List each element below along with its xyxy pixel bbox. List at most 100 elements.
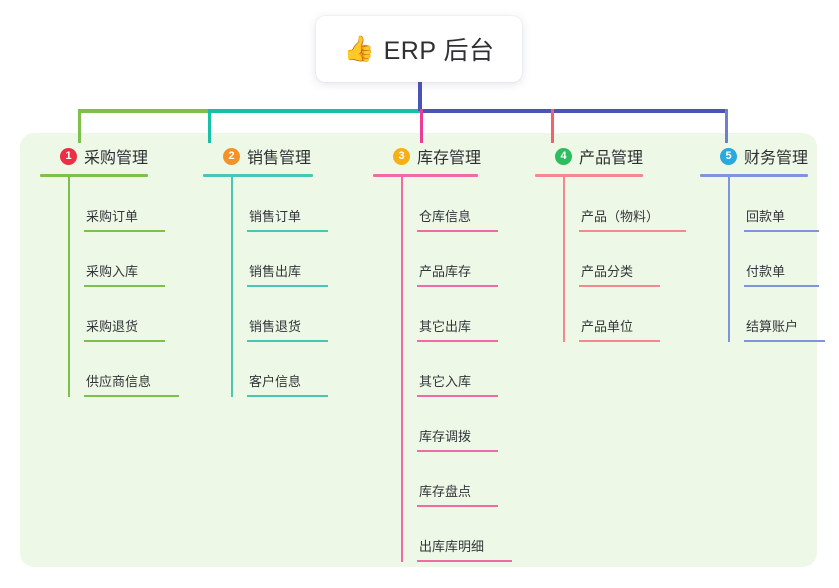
column-product: 4 产品管理产品（物料） 产品分类产品单位	[535, 143, 686, 342]
list-item-underline	[579, 230, 686, 232]
list-item-underline	[417, 340, 498, 342]
list-item[interactable]: 结算账户	[744, 287, 825, 342]
list-item[interactable]: 产品（物料）	[579, 177, 686, 232]
column-spine-finance	[728, 177, 730, 342]
list-item-label: 采购订单	[86, 209, 139, 224]
list-item-label: 产品（物料）	[581, 209, 660, 224]
drop-finance	[725, 109, 728, 143]
list-item-underline	[247, 285, 328, 287]
column-finance: 5 财务管理回款单付款单结算账户	[700, 143, 825, 342]
list-item[interactable]: 产品单位	[579, 287, 686, 342]
column-spine-product	[563, 177, 565, 342]
list-item-underline	[579, 340, 660, 342]
list-item[interactable]: 回款单	[744, 177, 825, 232]
list-item-label: 仓库信息	[419, 209, 472, 224]
list-item[interactable]: 采购订单	[84, 177, 179, 232]
list-item-label: 产品分类	[581, 264, 634, 279]
list-item-underline	[744, 230, 819, 232]
list-item-underline	[417, 505, 498, 507]
diagram-panel	[20, 133, 817, 567]
list-item-underline	[84, 340, 165, 342]
list-item-underline	[579, 285, 660, 287]
root-node[interactable]: 👍 ERP 后台	[316, 16, 522, 82]
column-items-finance: 回款单付款单结算账户	[728, 177, 825, 342]
list-item[interactable]: 出库库明细	[417, 507, 512, 562]
list-item[interactable]: 产品库存	[417, 232, 512, 287]
list-item-label: 客户信息	[249, 374, 302, 389]
drop-product	[551, 109, 554, 143]
list-item-label: 采购入库	[86, 264, 139, 279]
list-item-underline	[417, 230, 498, 232]
column-underline-product	[535, 174, 643, 177]
list-item[interactable]: 其它入库	[417, 342, 512, 397]
list-item[interactable]: 付款单	[744, 232, 825, 287]
root-node-title: ERP 后台	[383, 37, 495, 65]
column-items-product: 产品（物料） 产品分类产品单位	[563, 177, 686, 342]
column-title-purchase: 采购管理	[84, 150, 149, 167]
list-item-underline	[84, 285, 165, 287]
column-header-product[interactable]: 4 产品管理	[535, 143, 686, 169]
column-underline-finance	[700, 174, 808, 177]
list-item[interactable]: 库存盘点	[417, 452, 512, 507]
column-spine-purchase	[68, 177, 70, 397]
list-item[interactable]: 采购退货	[84, 287, 179, 342]
list-item-label: 结算账户	[746, 319, 799, 334]
segment-teal	[208, 109, 420, 113]
column-title-finance: 财务管理	[744, 150, 809, 167]
list-item-underline	[247, 340, 328, 342]
badge-number-icon: 2	[223, 147, 240, 165]
column-header-purchase[interactable]: 1 采购管理	[40, 143, 179, 169]
list-item-underline	[417, 395, 498, 397]
list-item-underline	[417, 560, 512, 562]
list-item[interactable]: 仓库信息	[417, 177, 512, 232]
drop-inventory	[420, 109, 423, 143]
list-item[interactable]: 其它出库	[417, 287, 512, 342]
list-item-underline	[247, 230, 328, 232]
list-item-label: 回款单	[746, 209, 786, 224]
list-item-label: 产品单位	[581, 319, 634, 334]
list-item[interactable]: 供应商信息	[84, 342, 179, 397]
column-items-purchase: 采购订单采购入库采购退货供应商信息	[68, 177, 179, 397]
trunk-connector	[418, 81, 422, 111]
list-item-label: 销售订单	[249, 209, 302, 224]
list-item-underline	[417, 285, 498, 287]
list-item-label: 付款单	[746, 264, 786, 279]
column-items-inventory: 仓库信息产品库存其它出库其它入库库存调拨库存盘点出库库明细	[401, 177, 512, 562]
list-item-label: 出库库明细	[419, 539, 485, 554]
column-header-finance[interactable]: 5 财务管理	[700, 143, 825, 169]
column-title-product: 产品管理	[579, 150, 644, 167]
list-item-underline	[84, 230, 165, 232]
list-item-label: 采购退货	[86, 319, 139, 334]
column-title-inventory: 库存管理	[417, 150, 482, 167]
column-spine-sales	[231, 177, 233, 397]
list-item[interactable]: 库存调拨	[417, 397, 512, 452]
list-item-label: 销售退货	[249, 319, 302, 334]
thumbs-up-icon: 👍	[343, 34, 375, 63]
list-item-label: 库存调拨	[419, 429, 472, 444]
list-item-underline	[417, 450, 498, 452]
list-item[interactable]: 客户信息	[247, 342, 328, 397]
badge-number-icon: 4	[555, 147, 572, 165]
segment-indigo	[420, 109, 727, 113]
list-item-label: 供应商信息	[86, 374, 152, 389]
list-item[interactable]: 产品分类	[579, 232, 686, 287]
badge-number-icon: 1	[60, 147, 77, 165]
list-item[interactable]: 销售订单	[247, 177, 328, 232]
list-item-label: 其它入库	[419, 374, 472, 389]
column-underline-purchase	[40, 174, 148, 177]
list-item[interactable]: 采购入库	[84, 232, 179, 287]
badge-number-icon: 5	[720, 147, 737, 165]
list-item-label: 其它出库	[419, 319, 472, 334]
list-item[interactable]: 销售退货	[247, 287, 328, 342]
list-item-underline	[744, 285, 819, 287]
drop-purchase	[78, 109, 81, 143]
column-underline-sales	[203, 174, 313, 177]
list-item[interactable]: 销售出库	[247, 232, 328, 287]
segment-green	[78, 109, 208, 113]
list-item-underline	[744, 340, 825, 342]
